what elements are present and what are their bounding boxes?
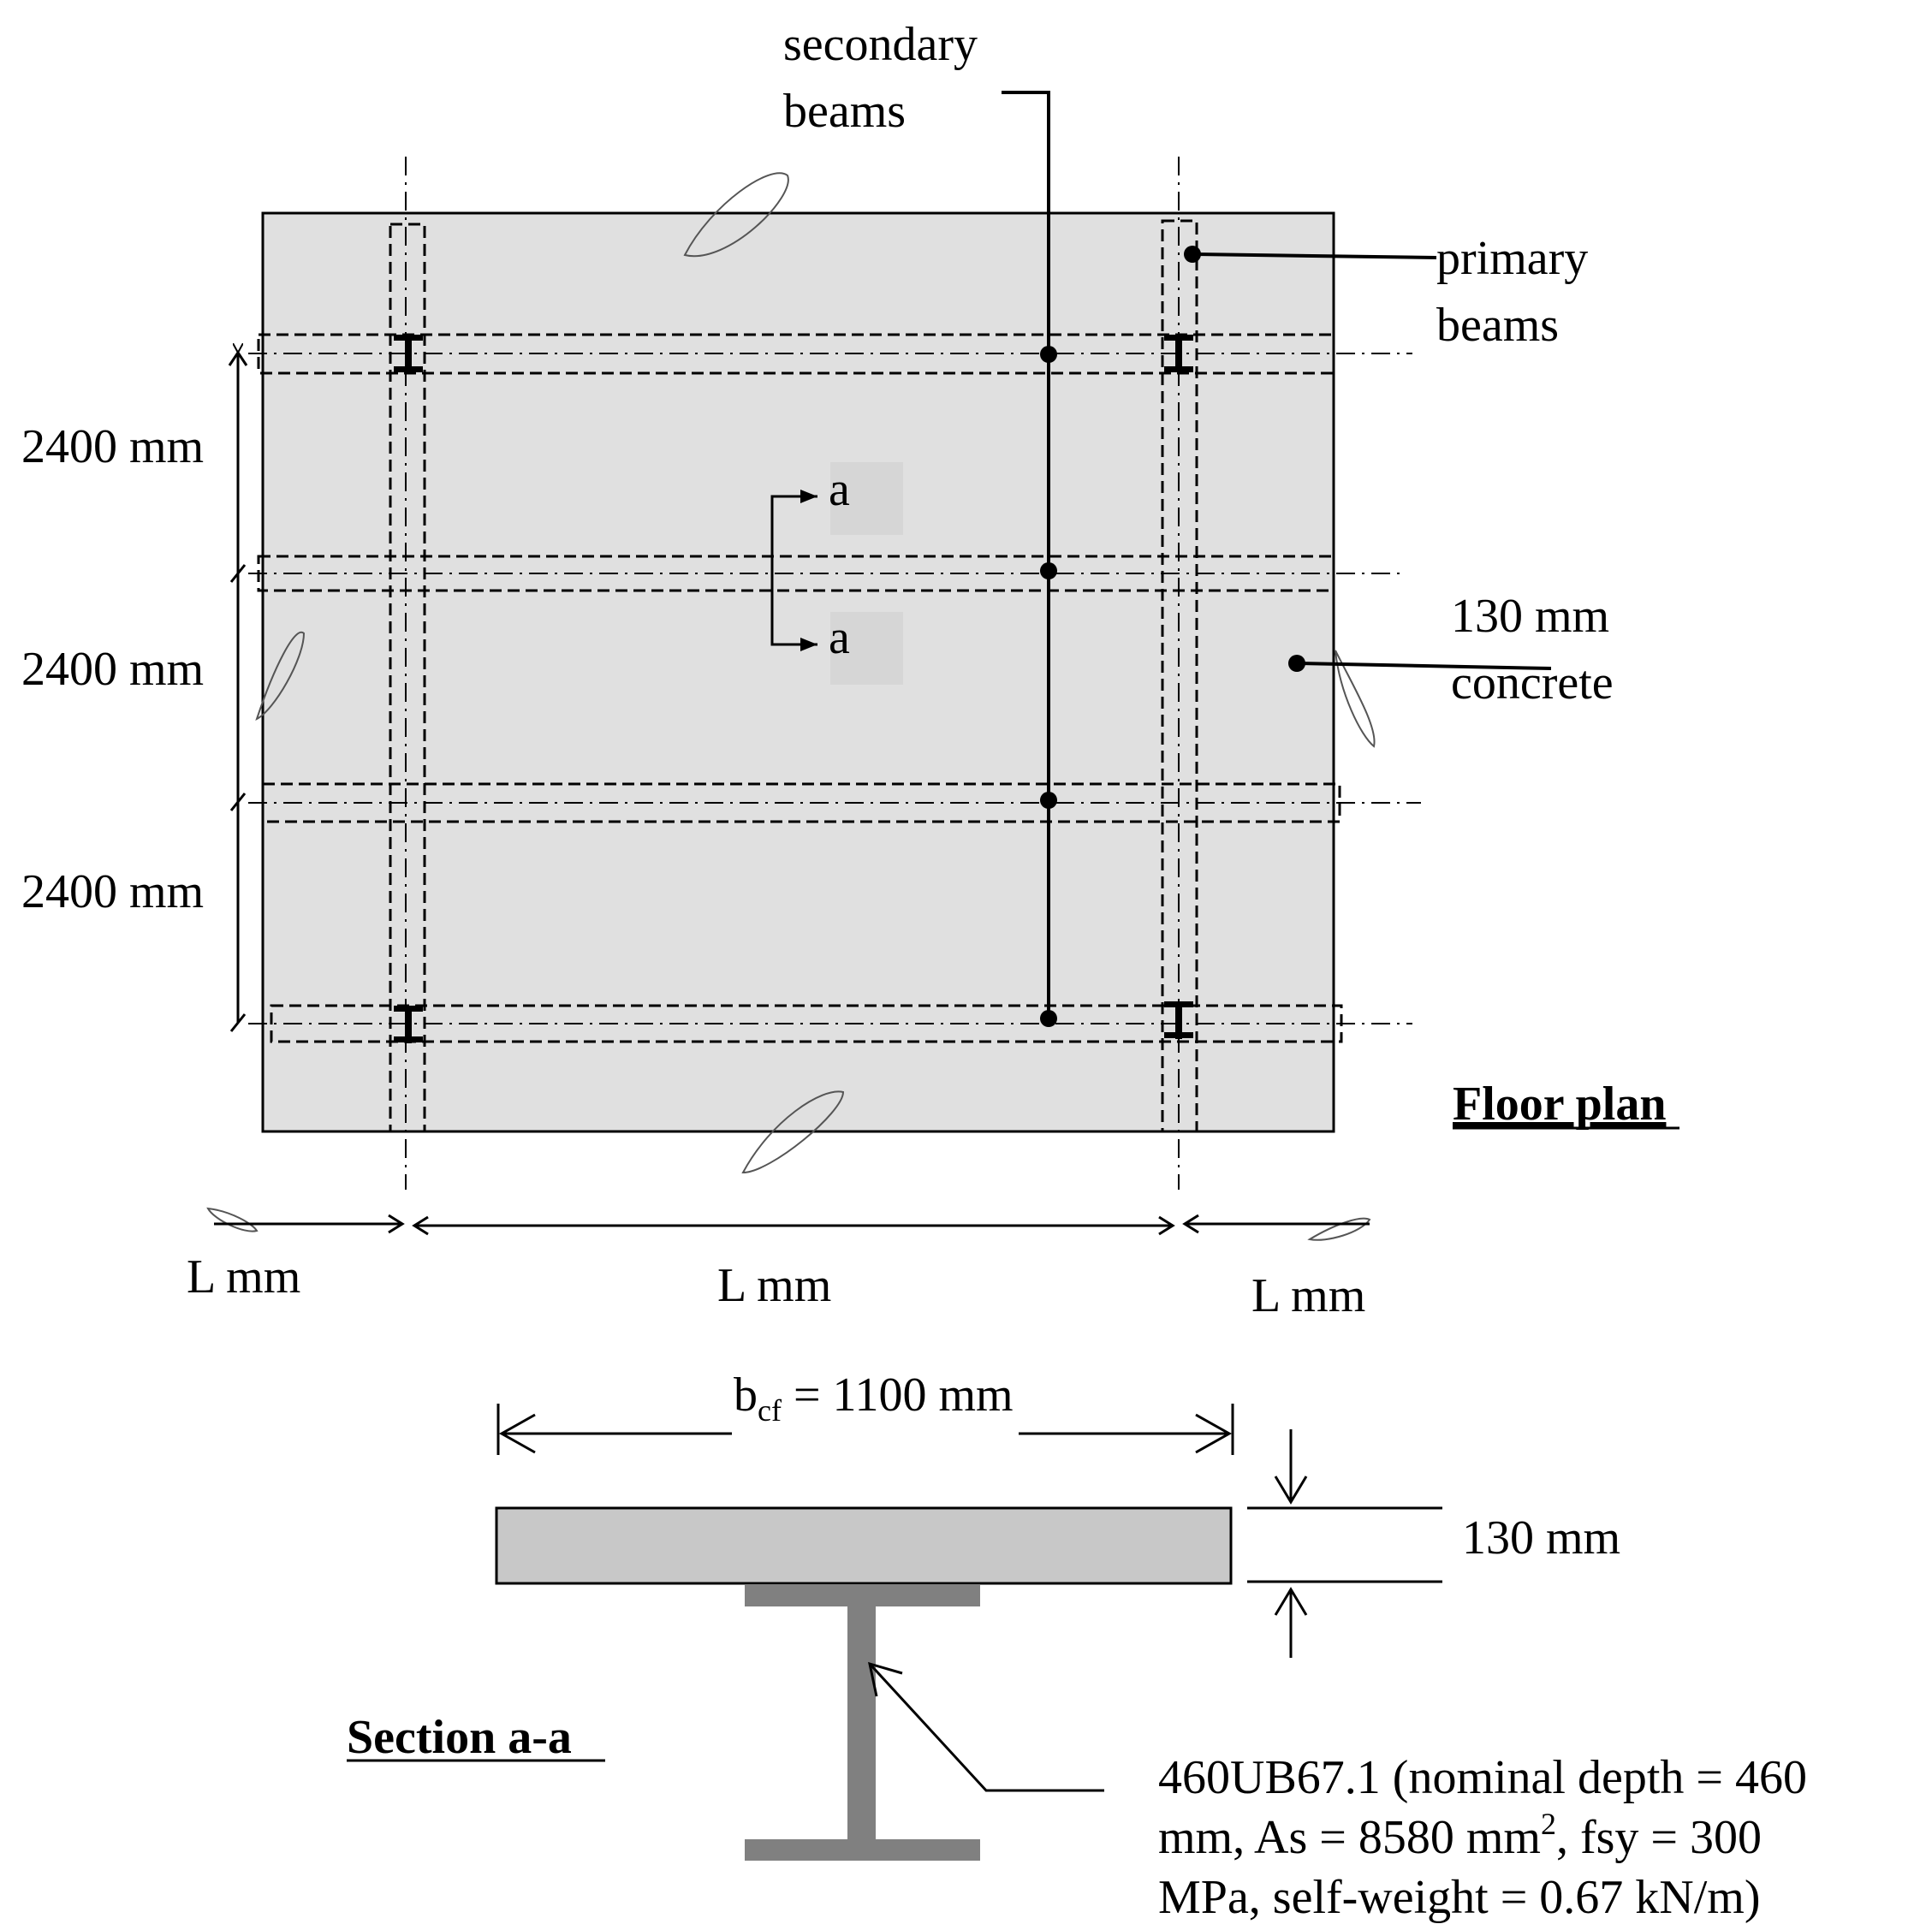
effective-width-label: bcf = 1100 mm	[734, 1369, 1014, 1428]
width-dimension-arrows	[498, 1413, 1233, 1454]
secondary-beams-leader	[1002, 91, 1050, 1018]
column-i-section-symbol	[394, 335, 1193, 1043]
vertical-dimension-line	[228, 353, 248, 1032]
dim-label-l-center: L mm	[717, 1259, 831, 1312]
section-cut-marker	[770, 462, 903, 685]
secondary-beams-label: secondary	[783, 18, 978, 71]
floor-plan: secondary beams primary beams 130 mm con…	[21, 18, 1679, 1322]
beam-spec-line-2: mm, As = 8580 mm2, fsy = 300	[1158, 1807, 1762, 1864]
dim-label-3: 2400 mm	[21, 865, 204, 918]
beam-spec-line-1: 460UB67.1 (nominal depth = 460	[1158, 1751, 1807, 1804]
beam-spec-line-3: MPa, self-weight = 0.67 kN/m)	[1158, 1871, 1761, 1924]
secondary-beam-row-4	[248, 1004, 1412, 1043]
dim-label-1: 2400 mm	[21, 420, 204, 473]
primary-beams-leader	[1192, 252, 1437, 259]
section-view: bcf = 1100 mm 130 mm Section a-a 46	[347, 1369, 1807, 1924]
break-lines	[206, 172, 1376, 1241]
primary-beam-right	[1161, 219, 1198, 1133]
beam-spec-leader	[868, 1661, 1104, 1792]
primary-beam-left	[389, 223, 426, 1133]
section-mark-top: a	[829, 463, 850, 516]
secondary-beam-row-2	[248, 555, 1404, 592]
section-slab	[495, 1506, 1233, 1585]
slab-material-label: concrete	[1451, 656, 1614, 710]
concrete-slab	[261, 211, 1335, 1133]
section-mark-bottom: a	[829, 611, 850, 664]
dim-label-l-right: L mm	[1251, 1269, 1365, 1322]
primary-beams-label: primary	[1436, 232, 1588, 285]
leader-dots	[1040, 246, 1305, 1027]
steel-i-beam	[745, 1585, 980, 1861]
thickness-dimension	[1247, 1429, 1442, 1658]
slab-thickness-label: 130 mm	[1451, 590, 1609, 643]
slab-leader	[1296, 662, 1552, 670]
slab-thickness-dim-label: 130 mm	[1462, 1511, 1620, 1565]
horizontal-dimension-line	[214, 1214, 1370, 1236]
secondary-beams-label-2: beams	[783, 85, 906, 138]
secondary-beam-row-1	[248, 333, 1412, 375]
primary-beams-label-2: beams	[1436, 299, 1559, 352]
section-title: Section a-a	[347, 1711, 572, 1764]
dim-label-2: 2400 mm	[21, 643, 204, 696]
floor-plan-title: Floor plan	[1453, 1078, 1666, 1131]
dim-label-l-left: L mm	[187, 1250, 300, 1303]
